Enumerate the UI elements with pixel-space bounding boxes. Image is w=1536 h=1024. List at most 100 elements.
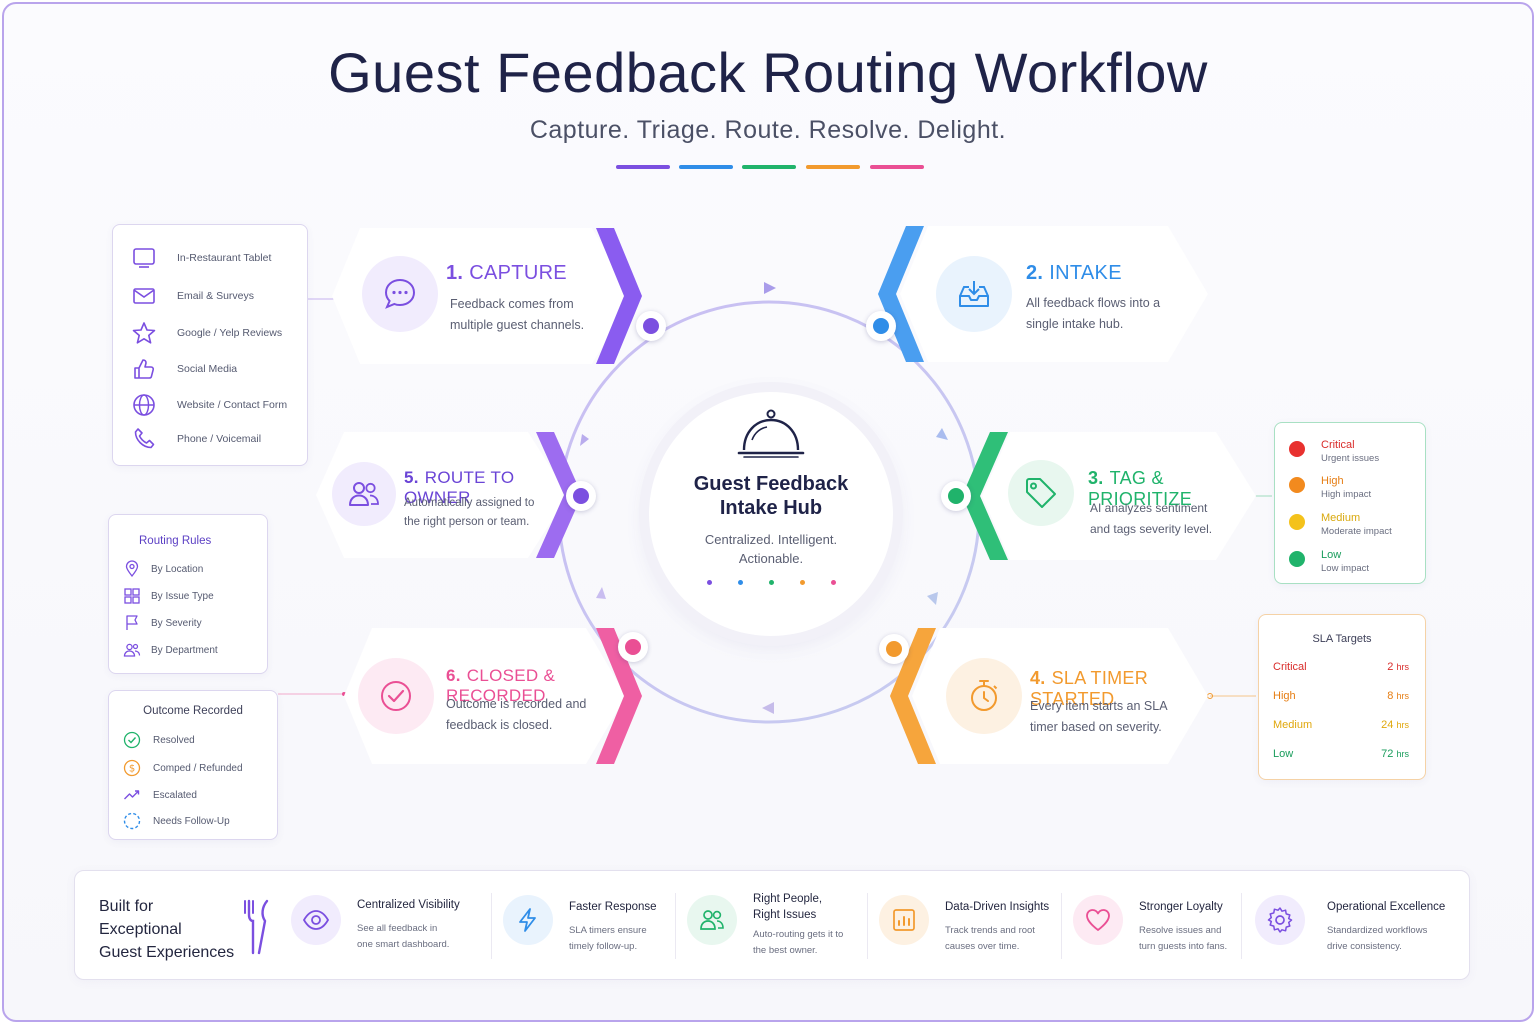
- hub-subtitle: Centralized. Intelligent.Actionable.: [649, 530, 893, 568]
- benefit-desc-line: one smart dashboard.: [357, 939, 450, 950]
- gear-icon: [1255, 895, 1305, 945]
- tag-icon: [1008, 460, 1074, 526]
- routing-item[interactable]: By Issue Type: [123, 587, 214, 605]
- page-subtitle: Capture. Triage. Route. Resolve. Delight…: [529, 116, 1007, 144]
- benefit-desc-line: Track trends and root: [945, 925, 1035, 936]
- step-title: 6.CLOSED & RECORDED: [446, 666, 644, 706]
- outcome-label: Needs Follow-Up: [153, 815, 230, 827]
- outcome-item[interactable]: $ Comped / Refunded: [123, 759, 243, 777]
- step-capture[interactable]: 1.CAPTURE Feedback comes from multiple g…: [332, 228, 652, 364]
- step-desc: Outcome is recorded and feedback is clos…: [446, 697, 587, 732]
- step-route-owner[interactable]: 5.ROUTE TO OWNER Automatically assigned …: [316, 432, 586, 558]
- routing-item[interactable]: By Location: [123, 560, 203, 578]
- check-icon: [123, 731, 141, 749]
- routing-item[interactable]: By Severity: [123, 614, 202, 632]
- channel-label: Phone / Voicemail: [177, 433, 262, 445]
- priority-name: High: [1321, 475, 1344, 487]
- step-tag-prioritize[interactable]: 3.TAG & PRIORITIZE AI analyzes sentiment…: [962, 432, 1256, 560]
- benefit-title-line: Right Issues: [753, 909, 817, 921]
- benefit-data-insights: Data-Driven Insights Track trends and ro…: [879, 893, 1059, 959]
- step-title: 4.SLA TIMER STARTED: [1030, 668, 1208, 710]
- step-desc: AI analyzes sentiment and tags severity …: [1090, 501, 1213, 536]
- step-closed-recorded[interactable]: 6.CLOSED & RECORDED Outcome is recorded …: [344, 628, 644, 764]
- priority-dot: [1289, 514, 1305, 530]
- arrow-left-upper: [580, 434, 589, 446]
- priority-desc: Moderate impact: [1321, 526, 1392, 537]
- sla-number: 72: [1381, 748, 1394, 760]
- outcome-label: Comped / Refunded: [153, 762, 243, 774]
- sla-number: 24: [1381, 719, 1394, 731]
- hub-sub-line: Centralized. Intelligent.: [704, 532, 838, 547]
- routing-label: By Location: [151, 563, 204, 575]
- benefit-separator: [1241, 893, 1242, 959]
- channel-item[interactable]: Google / Yelp Reviews: [131, 320, 282, 346]
- sla-row: Medium 24 hrs: [1273, 719, 1409, 731]
- step-desc: All feedback flows into a single intake …: [1026, 296, 1161, 331]
- step-intake[interactable]: 2.INTAKE All feedback flows into a singl…: [878, 226, 1208, 362]
- outcome-label: Escalated: [153, 789, 197, 801]
- sla-chevron: [890, 628, 936, 764]
- color-bar-blue: [679, 165, 733, 169]
- benefit-separator: [867, 893, 868, 959]
- channel-item[interactable]: Email & Surveys: [131, 283, 254, 309]
- outcome-item[interactable]: Escalated: [123, 786, 197, 804]
- step-title: 1.CAPTURE: [446, 262, 567, 285]
- team-icon: [123, 643, 141, 657]
- heading-line: Built for: [99, 898, 154, 915]
- hub-dot: [830, 580, 836, 585]
- step-title: 5.ROUTE TO OWNER: [404, 468, 586, 508]
- channel-item[interactable]: Website / Contact Form: [131, 392, 287, 418]
- sla-level: Low: [1273, 748, 1294, 760]
- channel-item[interactable]: In-Restaurant Tablet: [131, 245, 271, 271]
- step-title-text: INTAKE: [1049, 262, 1122, 284]
- channel-label: Social Media: [177, 363, 238, 375]
- benefit-desc-line: Auto-routing gets it to: [753, 929, 844, 940]
- step-title-text: ROUTE TO OWNER: [404, 468, 515, 507]
- outcome-title: Outcome Recorded: [143, 705, 243, 717]
- sla-unit: hrs: [1396, 720, 1409, 730]
- priority-dot: [1289, 441, 1305, 457]
- sla-row: Low 72 hrs: [1273, 748, 1409, 760]
- channel-label: Email & Surveys: [177, 290, 255, 302]
- benefit-title: Right People, Right Issues: [753, 891, 883, 923]
- channel-item[interactable]: Phone / Voicemail: [131, 426, 261, 452]
- benefit-desc-line: Standardized workflows: [1327, 925, 1428, 936]
- tag-chevron: [962, 432, 1008, 560]
- arrow-top: [764, 282, 776, 294]
- node-sla: [879, 634, 909, 664]
- benefit-title: Centralized Visibility: [357, 899, 460, 911]
- priority-dot: [1289, 477, 1305, 493]
- outcome-panel: Outcome Recorded Resolved $ Comped / Ref…: [108, 690, 278, 840]
- hub-title-line: Intake Hub: [719, 497, 823, 519]
- benefit-desc-line: the best owner.: [753, 945, 818, 956]
- step-sla-timer[interactable]: 4.SLA TIMER STARTED Every item starts an…: [890, 628, 1208, 764]
- priority-name: Critical: [1321, 439, 1355, 451]
- color-bar-orange: [806, 165, 860, 169]
- bar-chart-icon: [879, 895, 929, 945]
- benefit-desc-line: timely follow-up.: [569, 941, 638, 952]
- benefit-title-line: Right People,: [753, 893, 823, 905]
- channel-item[interactable]: Social Media: [131, 356, 237, 382]
- sla-value: 2 hrs: [1387, 661, 1409, 673]
- step-desc: Every item starts an SLA timer based on …: [1030, 699, 1167, 734]
- outcome-item[interactable]: Resolved: [123, 731, 195, 749]
- sla-title: SLA Targets: [1312, 633, 1372, 645]
- node-intake: [866, 311, 896, 341]
- outcome-item[interactable]: Needs Follow-Up: [123, 812, 230, 830]
- hub-title-line: Guest Feedback: [693, 473, 849, 495]
- routing-item[interactable]: By Department: [123, 641, 218, 659]
- hub-dot: [737, 580, 743, 585]
- eye-icon: [291, 895, 341, 945]
- step-number: 4.: [1030, 668, 1046, 688]
- benefits-heading: Built for Exceptional Guest Experiences: [99, 895, 234, 964]
